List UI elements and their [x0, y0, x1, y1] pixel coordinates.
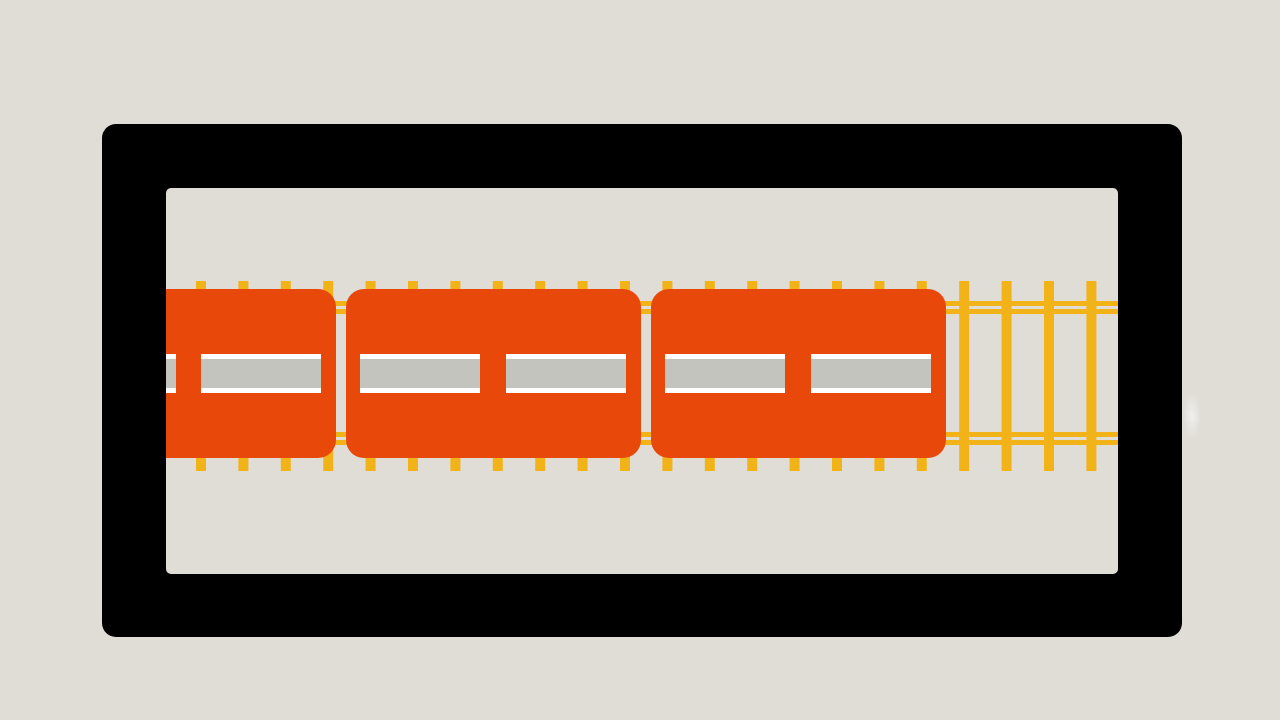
railway-scene [166, 281, 1118, 471]
train-car-body [346, 289, 641, 458]
train-window [166, 354, 176, 393]
train-window-glass [665, 359, 785, 388]
track-tie [1044, 281, 1054, 471]
train-window [506, 354, 626, 393]
light-reflection [1183, 392, 1201, 440]
train-car-3 [651, 289, 946, 458]
train-window-glass [201, 359, 321, 388]
train-window-glass [166, 359, 176, 388]
track-tie [959, 281, 970, 471]
train-window-glass [360, 359, 480, 388]
rail-4 [166, 440, 1118, 445]
track-tie [1086, 281, 1097, 471]
train-window [360, 354, 480, 393]
rail-3 [166, 432, 1118, 437]
train-window-glass [811, 359, 931, 388]
train-window [665, 354, 785, 393]
track-tie [1001, 281, 1012, 471]
train-car-1 [166, 289, 336, 458]
train-window [201, 354, 321, 393]
rail-2 [166, 309, 1118, 314]
train-car-2 [346, 289, 641, 458]
train-car-body [651, 289, 946, 458]
viewport-frame [102, 124, 1182, 637]
train [166, 289, 946, 458]
train-window [811, 354, 931, 393]
train-window-glass [506, 359, 626, 388]
viewport-window [166, 188, 1118, 574]
rail-1 [166, 301, 1118, 306]
